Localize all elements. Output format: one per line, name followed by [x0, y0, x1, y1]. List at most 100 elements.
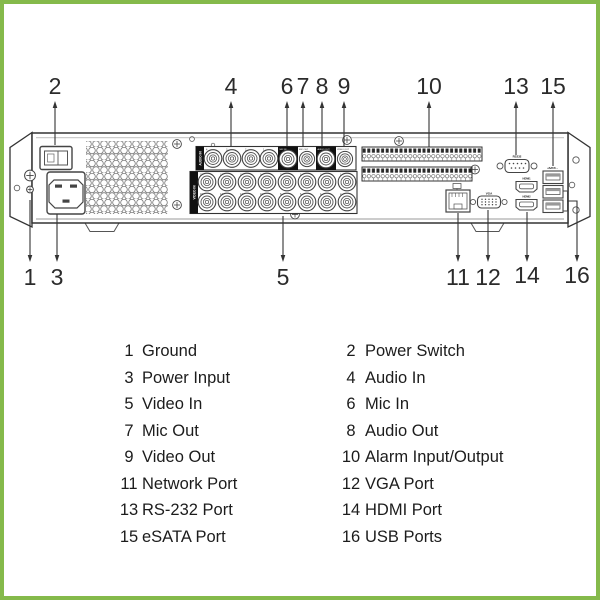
channel-number: 8	[280, 193, 282, 196]
mic-out-label: MIC OUT	[299, 149, 309, 151]
esata-usb-label: eSATA/↔	[547, 167, 558, 170]
legend-num: 1	[124, 342, 134, 360]
channel-number: 12	[240, 193, 243, 196]
esata-usb-stack: eSATA/↔	[542, 167, 568, 214]
legend-label: USB Ports	[365, 527, 443, 546]
mic-in-label: MIC IN	[280, 149, 287, 151]
legend-num: 2	[346, 342, 356, 360]
channel-number: 3	[226, 149, 228, 152]
video-in-bnc	[337, 192, 357, 212]
legend-num: 11	[120, 474, 138, 493]
channel-number: 4	[206, 149, 208, 152]
video-in-bnc	[217, 172, 237, 192]
legend-label: Audio Out	[365, 421, 439, 440]
panel-hole	[189, 136, 195, 142]
rs232-port: RS232	[496, 155, 538, 174]
audio-in-bnc	[259, 149, 279, 168]
channel-number: 2	[340, 193, 342, 196]
rear-panel-svg: AUDIO IN 4 3 2 1 MIC IN MIC OUT AUDIO OU…	[9, 73, 591, 290]
legend-num: 7	[124, 421, 134, 440]
video-in-bnc	[317, 172, 337, 192]
audio-bnc-block: AUDIO IN 4 3 2 1 MIC IN MIC OUT AUDIO OU…	[195, 145, 357, 171]
legend-label: Alarm Input/Output	[365, 448, 504, 466]
power-switch	[39, 145, 73, 171]
fan-grille	[86, 141, 168, 214]
callout-2: 2	[49, 73, 62, 99]
bottom-callout-lines	[29, 200, 578, 255]
video-in-bnc	[237, 192, 257, 212]
left-ear-hole	[13, 184, 21, 192]
mic-out-bnc	[298, 150, 316, 168]
video-out-bnc	[336, 150, 354, 168]
alarm-strip-1	[361, 146, 483, 162]
legend-label: eSATA Port	[142, 527, 226, 546]
channel-number: 1	[263, 149, 265, 152]
video-in-bnc	[257, 192, 277, 212]
video-in-bnc	[297, 192, 317, 212]
callout-12: 12	[475, 264, 501, 290]
network-port	[445, 183, 471, 213]
audio-in-bnc	[203, 149, 223, 168]
power-input-connector	[46, 171, 86, 215]
legend-num: 6	[346, 395, 356, 413]
callout-4: 4	[225, 73, 238, 99]
legend-label: HDMI Port	[365, 501, 443, 519]
dvr-rear-panel-diagram: AUDIO IN 4 3 2 1 MIC IN MIC OUT AUDIO OU…	[0, 4, 600, 314]
legend-num: 3	[124, 368, 134, 387]
video-in-bnc	[197, 172, 217, 192]
top-callout-lines	[54, 107, 554, 166]
hdmi2-label: HDMI2	[522, 195, 531, 199]
bottom-callout-numbers: 1 3 5 11 12 14 16	[24, 262, 590, 290]
screw-icon	[172, 139, 182, 149]
panel-hole	[568, 181, 576, 189]
audio-in-bnc	[241, 149, 261, 168]
callout-7: 7	[297, 73, 310, 99]
channel-number: 14	[220, 193, 223, 196]
video-in-bnc	[317, 192, 337, 212]
legend-num: 14	[341, 501, 361, 519]
legend-label: Mic In	[365, 395, 410, 413]
callout-3: 3	[51, 264, 64, 290]
channel-number: 16	[200, 193, 203, 196]
video-in-bnc	[237, 172, 257, 192]
channel-number: 6	[300, 193, 302, 196]
channel-number: 10	[260, 193, 263, 196]
top-callout-arrowheads	[52, 101, 556, 108]
legend-label: Video Out	[142, 448, 216, 466]
video-out-label: VIDEO OUT	[337, 149, 350, 151]
right-flange-hole	[572, 156, 580, 164]
callout-10: 10	[416, 73, 442, 99]
callout-16: 16	[564, 262, 590, 288]
legend-label: Mic Out	[142, 421, 199, 440]
video-in-bnc-block: VIDEO IN 15 13 11 9 7 5 3 1 16 14 12 10 …	[189, 170, 358, 215]
hdmi1-label: HDMI1	[522, 177, 531, 181]
vga-label: VGA	[486, 192, 493, 196]
rs232-label: RS232	[513, 155, 522, 159]
video-in-bnc	[217, 192, 237, 212]
alarm-strip-2	[361, 166, 473, 182]
bottom-callout-arrowheads	[27, 255, 580, 262]
screw-icon	[172, 200, 182, 210]
video-in-label: VIDEO IN	[193, 185, 197, 200]
vga-port: VGA	[469, 192, 508, 209]
legend-label: VGA Port	[365, 474, 434, 493]
video-in-bnc	[277, 192, 297, 212]
mic-in-bnc	[278, 149, 298, 169]
legend-num: 5	[124, 395, 134, 413]
callout-9: 9	[338, 73, 351, 99]
right-flange-hole	[572, 206, 580, 214]
ground-screw	[24, 169, 36, 194]
legend-num: 12	[341, 474, 361, 493]
callout-1: 1	[24, 264, 37, 290]
right-rack-ear	[567, 131, 591, 229]
callout-13: 13	[503, 73, 529, 99]
channel-number: 4	[320, 193, 322, 196]
legend-num: 4	[346, 368, 356, 387]
